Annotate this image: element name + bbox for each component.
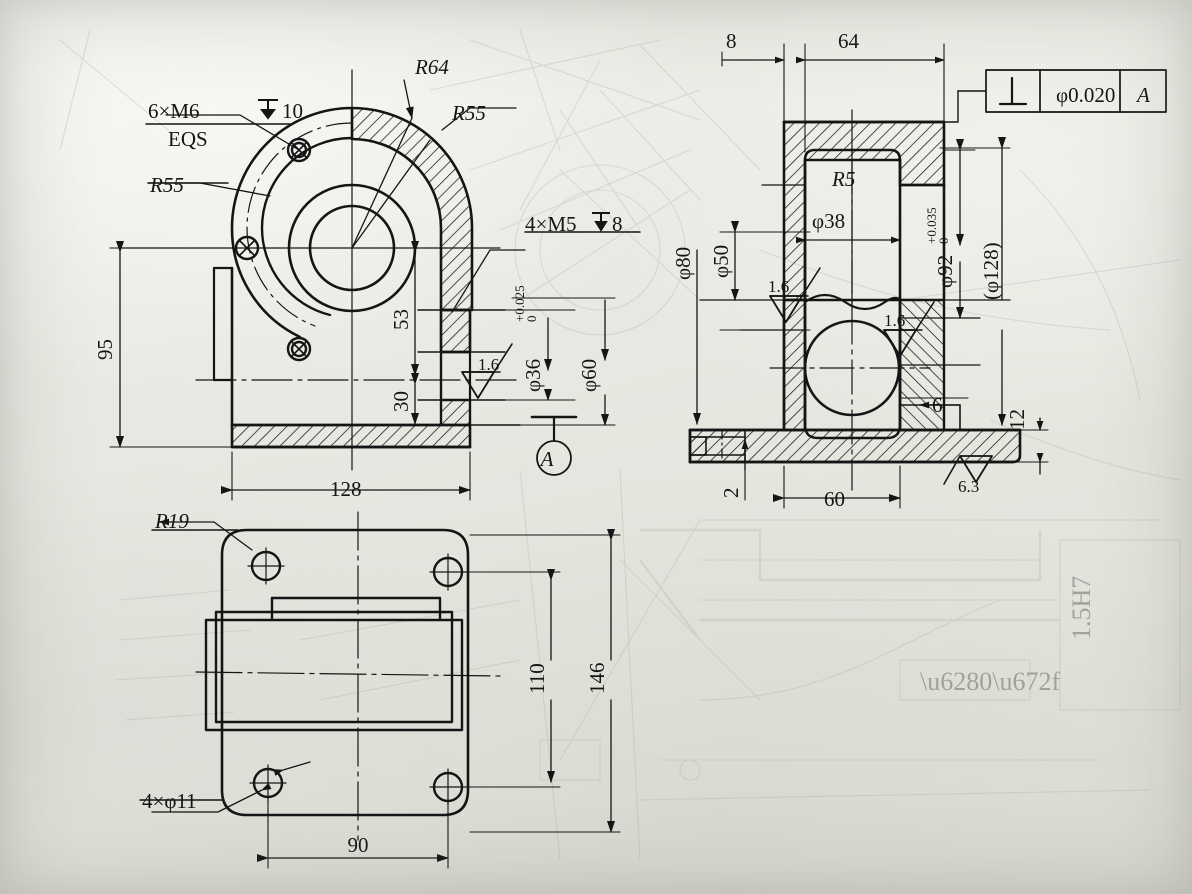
- label-r19: R19: [154, 509, 189, 533]
- bottom-view-geometry: [139, 511, 501, 841]
- label-roughness-front: 1.6: [478, 355, 499, 374]
- label-eqs: EQS: [168, 127, 208, 151]
- svg-text:1.5H7: 1.5H7: [1067, 576, 1096, 640]
- label-r55-left: R55: [149, 173, 184, 197]
- label-d36: φ36: [521, 359, 545, 392]
- label-thread-main-depth: 10: [282, 99, 303, 123]
- front-view-dimensions: [109, 241, 616, 501]
- label-53: 53: [389, 309, 413, 330]
- label-r64: R64: [414, 55, 449, 79]
- label-d36-lower: 0: [524, 316, 539, 323]
- label-146: 146: [585, 663, 609, 695]
- label-tolerance-value: φ0.020: [1056, 83, 1115, 107]
- label-d60: φ60: [577, 359, 601, 392]
- label-d36-upper: +0.025: [512, 285, 527, 322]
- depth-arrow-icon-small: [592, 212, 610, 232]
- depth-arrow-icon: [258, 99, 278, 120]
- label-section-a: A: [539, 447, 554, 471]
- label-60: 60: [824, 487, 845, 511]
- label-roughness-base: 6.3: [958, 477, 979, 496]
- label-4xd11: 4×φ11: [142, 789, 197, 813]
- label-d92-lower: 0: [936, 238, 951, 245]
- label-30: 30: [389, 391, 413, 412]
- label-95: 95: [93, 339, 117, 360]
- label-12: 12: [1005, 409, 1029, 430]
- bottom-view-dimensions: [257, 529, 621, 869]
- label-d128-ref: (φ128): [979, 242, 1003, 300]
- right-view-dimensions: [689, 43, 1167, 509]
- label-thread-small-depth: 8: [612, 212, 623, 236]
- label-64: 64: [838, 29, 860, 53]
- label-d38: φ38: [812, 209, 845, 233]
- label-d80: φ80: [671, 247, 695, 280]
- label-8: 8: [726, 29, 737, 53]
- label-roughness-right: 1.6: [884, 311, 905, 330]
- label-r55-upper: R55: [451, 101, 486, 125]
- svg-text:\u6280\u672f: \u6280\u672f: [920, 667, 1060, 696]
- label-6: 6: [932, 393, 943, 417]
- label-d50: φ50: [709, 245, 733, 278]
- label-128: 128: [330, 477, 362, 501]
- label-d92: φ92: [933, 255, 957, 288]
- label-2: 2: [719, 488, 743, 499]
- label-thread-main: 6×M6: [148, 99, 200, 123]
- label-roughness-upper: 1.6: [768, 277, 789, 296]
- label-110: 110: [525, 663, 549, 694]
- label-d92-upper: +0.035: [924, 207, 939, 244]
- label-thread-small: 4×M5: [525, 212, 577, 236]
- label-90: 90: [348, 833, 369, 857]
- text-labels: 6×M6 10 EQS R64 R55 R55 4×M5 8 95 53 30 …: [93, 29, 1150, 857]
- label-r5: R5: [831, 167, 855, 191]
- label-tolerance-datum: A: [1135, 83, 1150, 107]
